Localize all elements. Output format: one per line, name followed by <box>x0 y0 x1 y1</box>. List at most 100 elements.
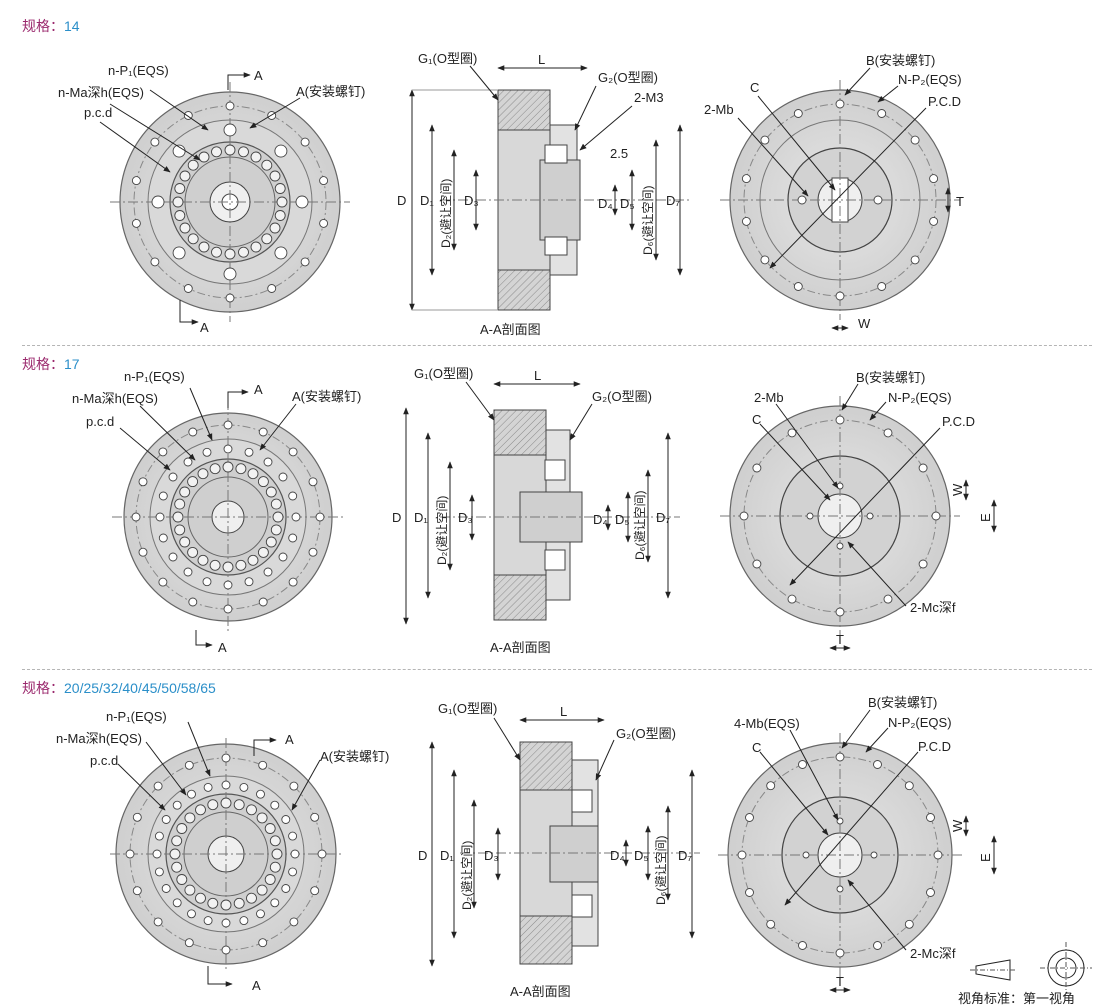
bolt-hole <box>933 850 943 860</box>
bolt-hole <box>766 919 776 929</box>
bolt-hole <box>787 428 797 438</box>
roller <box>235 463 247 475</box>
svg-text:D: D <box>397 193 406 208</box>
roller <box>198 241 210 253</box>
svg-text:n-Ma深h(EQS): n-Ma深h(EQS) <box>56 731 142 746</box>
svg-text:D₆(避让空间): D₆(避让空间) <box>654 835 668 905</box>
roller <box>269 170 281 182</box>
bolt-hole <box>202 577 212 587</box>
roller <box>179 486 191 498</box>
svg-text:P.C.D: P.C.D <box>918 739 951 754</box>
bolt-hole <box>308 547 318 557</box>
roller <box>246 804 257 816</box>
bolt-hole <box>161 884 171 893</box>
bolt-hole <box>836 885 844 893</box>
bolt-hole <box>270 898 280 908</box>
svg-text:G₂(O型圈): G₂(O型圈) <box>592 389 652 404</box>
svg-text:D₁: D₁ <box>440 848 454 863</box>
svg-text:E: E <box>978 853 993 862</box>
svg-text:p.c.d: p.c.d <box>84 105 112 120</box>
roller <box>265 486 277 498</box>
bolt-hole <box>223 123 237 137</box>
roller <box>184 884 196 896</box>
section-view-14 <box>440 89 690 311</box>
svg-text:p.c.d: p.c.d <box>90 753 118 768</box>
rear-annotations-17: B(安装螺钉) N-P₂(EQS) P.C.D 2-Mb C W E 2-Mc深… <box>752 370 997 651</box>
bolt-hole <box>132 812 142 822</box>
section-view-20-65 <box>460 741 700 965</box>
bolt-hole <box>223 420 233 430</box>
bolt-hole <box>745 813 754 822</box>
bolt-hole <box>239 782 249 792</box>
bolt-hole <box>221 918 231 928</box>
front-annotations-17: n-P₁(EQS) n-Ma深h(EQS) p.c.d A(安装螺钉) A A <box>72 369 361 655</box>
svg-text:G₂(O型圈): G₂(O型圈) <box>598 70 658 85</box>
rear-annotations-20-65: B(安装螺钉) N-P₂(EQS) P.C.D 4-Mb(EQS) C W E … <box>734 695 997 993</box>
svg-text:L: L <box>560 704 567 719</box>
svg-text:T: T <box>836 632 844 647</box>
bolt-hole <box>929 216 939 226</box>
bolt-hole <box>161 815 171 824</box>
bolt-hole <box>866 512 874 520</box>
roller <box>269 835 281 847</box>
bolt-hole <box>295 195 309 209</box>
svg-text:A-A剖面图: A-A剖面图 <box>490 640 551 655</box>
bolt-hole <box>760 255 770 265</box>
bolt-hole <box>798 941 807 950</box>
bolt-hole <box>870 851 878 859</box>
svg-text:2-Mc深f: 2-Mc深f <box>910 946 956 961</box>
svg-text:L: L <box>538 52 545 67</box>
bolt-hole <box>926 888 935 897</box>
roller <box>174 210 186 221</box>
bolt-hole <box>131 218 141 228</box>
roller <box>172 196 184 208</box>
bolt-hole <box>766 781 776 791</box>
svg-text:D₃: D₃ <box>464 193 479 208</box>
svg-text:G₁(O型圈): G₁(O型圈) <box>414 366 473 381</box>
svg-text:A: A <box>252 978 261 993</box>
svg-text:W: W <box>858 316 871 331</box>
front-annotations-20-65: n-P₁(EQS) n-Ma深h(EQS) p.c.d A(安装螺钉) A A <box>56 709 389 993</box>
bolt-hole <box>239 916 249 926</box>
svg-text:B(安装螺钉): B(安装螺钉) <box>868 695 937 710</box>
bolt-hole <box>835 948 845 958</box>
roller <box>270 498 282 510</box>
bolt-hole <box>300 257 310 267</box>
roller <box>172 511 184 523</box>
bolt-hole <box>278 552 288 562</box>
roller <box>276 196 288 208</box>
roller <box>174 524 186 536</box>
svg-text:D₂(避让空间): D₂(避让空间) <box>439 179 453 248</box>
bolt-hole <box>300 137 310 147</box>
svg-text:2-Mb: 2-Mb <box>754 390 784 405</box>
bolt-hole <box>158 491 168 501</box>
svg-text:W: W <box>950 483 965 496</box>
bolt-hole <box>281 884 291 893</box>
roller <box>179 536 191 548</box>
svg-text:D₆(避让空间): D₆(避让空间) <box>633 490 647 560</box>
svg-text:D₁: D₁ <box>420 193 434 208</box>
bolt-hole <box>737 850 747 860</box>
bolt-hole <box>288 447 298 457</box>
svg-text:N-P₂(EQS): N-P₂(EQS) <box>888 715 952 730</box>
bolt-hole <box>317 849 327 859</box>
roller <box>224 144 236 156</box>
section-dims-17: D D₁ D₂(避让空间) D₃ D₄ D₅ D₆(避让空间) D₇ L G₁(… <box>392 366 671 655</box>
bolt-hole <box>802 851 810 859</box>
roller <box>187 233 199 245</box>
bolt-hole <box>150 137 160 147</box>
roller <box>169 848 181 860</box>
bolt-hole <box>835 291 845 301</box>
roller <box>220 797 232 809</box>
bolt-hole <box>289 917 299 927</box>
bolt-hole <box>258 760 268 770</box>
roller <box>207 799 219 811</box>
bolt-hole <box>910 135 920 145</box>
roller <box>198 151 210 163</box>
section-dims-20-65: D D₁ D₂(避让空间) D₃ D₄ D₅ D₆(避让空间) D₇ L G₁(… <box>418 701 695 999</box>
bolt-hole <box>873 941 882 950</box>
bolt-hole <box>221 945 231 955</box>
bolt-hole <box>793 282 803 291</box>
bolt-hole <box>836 482 844 490</box>
svg-text:A: A <box>200 320 209 335</box>
